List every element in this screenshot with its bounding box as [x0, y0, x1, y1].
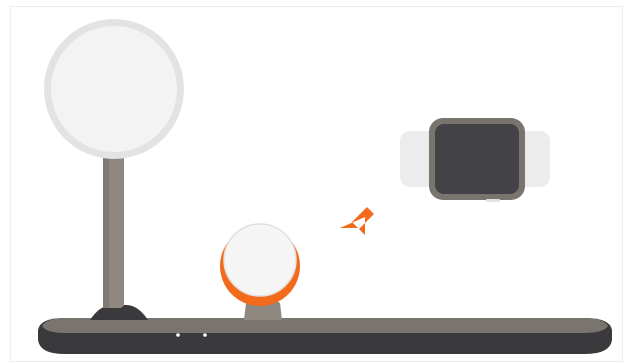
status-led-2 — [203, 333, 207, 337]
apple-watch-icon — [400, 118, 550, 202]
arrow-icon — [340, 207, 374, 235]
watch-charger-icon — [220, 224, 300, 320]
status-led-1 — [176, 333, 180, 337]
magsafe-stand-icon — [44, 19, 184, 320]
charging-base-icon — [38, 318, 612, 354]
